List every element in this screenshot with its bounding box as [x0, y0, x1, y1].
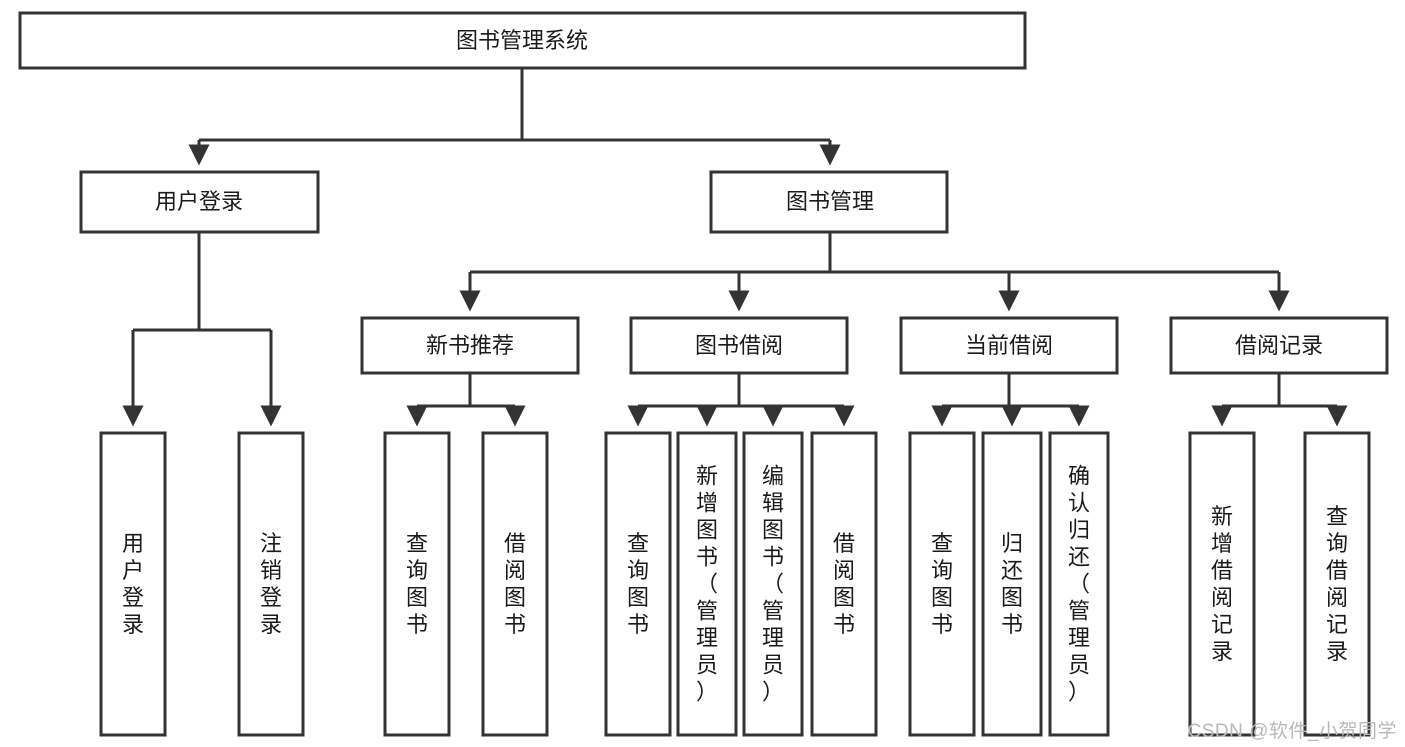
node-leaf-add-borrow-record-label: 新增借阅记录	[1211, 504, 1233, 664]
node-leaf-query-book-recommend-box	[383, 431, 451, 737]
node-leaf-borrow-book-recommend-label: 借阅图书	[504, 531, 526, 637]
node-user-login-label: 用户登录	[155, 189, 243, 214]
node-leaf-return-book[interactable]: 归还图书	[981, 431, 1043, 737]
node-leaf-query-book-recommend[interactable]: 查询图书	[383, 431, 451, 737]
node-leaf-borrow-book-recommend-box	[481, 431, 549, 737]
node-leaf-user-login-box	[99, 431, 167, 737]
node-leaf-add-book-admin[interactable]: 新增图书（管理员）	[676, 431, 738, 737]
node-leaf-query-borrow-record-label: 查询借阅记录	[1326, 504, 1348, 664]
node-leaf-add-borrow-record[interactable]: 新增借阅记录	[1188, 431, 1256, 737]
node-book-manage-box	[709, 170, 949, 234]
node-leaf-add-book-admin-label: 新增图书（管理员）	[696, 464, 718, 705]
node-borrow-record-box	[1169, 316, 1389, 375]
node-leaf-borrow-book-label: 借阅图书	[833, 531, 855, 637]
node-leaf-return-book-box	[981, 431, 1043, 737]
node-leaf-add-book-admin-box	[676, 431, 738, 737]
node-leaf-edit-book-admin[interactable]: 编辑图书（管理员）	[742, 431, 804, 737]
node-book-borrow-box	[629, 316, 849, 375]
node-new-book-recommend[interactable]: 新书推荐	[360, 316, 580, 375]
connector-lines	[122, 68, 1348, 427]
node-leaf-query-book-current[interactable]: 查询图书	[908, 431, 976, 737]
node-root[interactable]: 图书管理系统	[18, 11, 1027, 70]
node-leaf-query-book-current-label: 查询图书	[931, 531, 953, 637]
node-leaf-edit-book-admin-label: 编辑图书（管理员）	[762, 464, 784, 705]
node-leaf-confirm-return-admin[interactable]: 确认归还（管理员）	[1048, 431, 1110, 737]
node-leaf-add-borrow-record-box	[1188, 431, 1256, 737]
node-leaf-user-logout-box	[237, 431, 305, 737]
node-book-manage[interactable]: 图书管理	[709, 170, 949, 234]
node-borrow-record-label: 借阅记录	[1235, 333, 1323, 358]
node-current-borrow-label: 当前借阅	[965, 333, 1053, 358]
node-user-login-box	[79, 170, 320, 234]
node-leaf-confirm-return-admin-label: 确认归还（管理员）	[1068, 464, 1090, 705]
node-leaf-query-borrow-record[interactable]: 查询借阅记录	[1303, 431, 1371, 737]
node-leaf-borrow-book[interactable]: 借阅图书	[810, 431, 878, 737]
node-root-label: 图书管理系统	[456, 28, 588, 53]
node-leaf-query-book-recommend-label: 查询图书	[406, 531, 428, 637]
node-current-borrow-box	[899, 316, 1119, 375]
node-leaf-user-login[interactable]: 用户登录	[99, 431, 167, 737]
node-book-manage-label: 图书管理	[786, 189, 874, 214]
node-new-book-recommend-label: 新书推荐	[426, 333, 514, 358]
node-leaf-return-book-label: 归还图书	[1001, 531, 1023, 637]
node-leaf-query-book-borrow-label: 查询图书	[627, 531, 649, 637]
node-leaf-query-book-borrow-box	[604, 431, 672, 737]
node-leaf-user-logout-label: 注销登录	[260, 531, 282, 637]
node-borrow-record[interactable]: 借阅记录	[1169, 316, 1389, 375]
node-leaf-query-book-current-box	[908, 431, 976, 737]
node-user-login[interactable]: 用户登录	[79, 170, 320, 234]
node-leaf-user-login-label: 用户登录	[122, 531, 144, 637]
node-leaf-query-book-borrow[interactable]: 查询图书	[604, 431, 672, 737]
node-leaf-borrow-book-box	[810, 431, 878, 737]
node-leaf-query-borrow-record-box	[1303, 431, 1371, 737]
node-root-box	[18, 11, 1027, 70]
node-book-borrow-label: 图书借阅	[695, 333, 783, 358]
csdn-watermark: CSDN @软件_小贺同学	[1187, 721, 1397, 742]
node-leaf-borrow-book-recommend[interactable]: 借阅图书	[481, 431, 549, 737]
node-current-borrow[interactable]: 当前借阅	[899, 316, 1119, 375]
node-leaf-user-logout[interactable]: 注销登录	[237, 431, 305, 737]
node-leaf-confirm-return-admin-box	[1048, 431, 1110, 737]
node-new-book-recommend-box	[360, 316, 580, 375]
node-book-borrow[interactable]: 图书借阅	[629, 316, 849, 375]
node-leaf-edit-book-admin-box	[742, 431, 804, 737]
